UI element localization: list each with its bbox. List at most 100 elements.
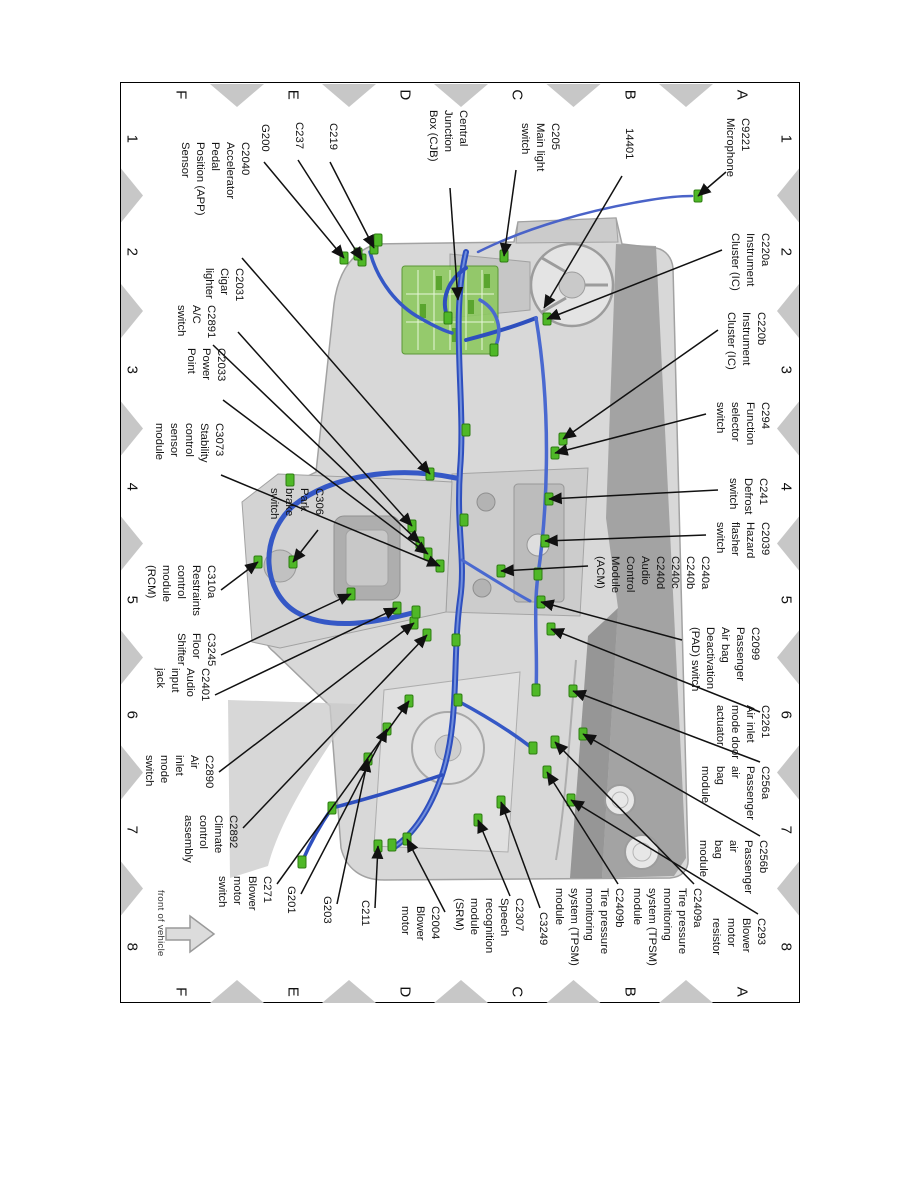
callout-line: C271 <box>261 876 273 904</box>
callout-line: control <box>175 565 187 599</box>
callout-line: C219 <box>327 123 339 151</box>
callout-line: 14401 <box>623 128 635 160</box>
callout-arrow-C256a <box>572 689 761 763</box>
callout-line: C256b <box>757 840 769 874</box>
callout-arrow-C2261 <box>550 628 761 713</box>
locator-triangle <box>121 516 143 571</box>
callout-line: Defrost <box>742 478 754 515</box>
callout-arrow-C3245 <box>220 593 352 656</box>
callout-line: assembly <box>182 815 194 863</box>
connector <box>531 683 541 697</box>
connector <box>461 423 471 437</box>
callout-line: C2261 <box>759 705 771 739</box>
grid-number-bottom: 6 <box>123 710 141 720</box>
locator-triangle <box>121 861 143 916</box>
locator-triangle <box>777 401 799 456</box>
callout-C211: C211 <box>357 900 372 926</box>
callout-line: C211 <box>359 900 371 927</box>
callout-line: inlet <box>173 755 185 776</box>
callout-line: Pedal <box>209 142 221 171</box>
callout-line: Restraints <box>190 565 202 616</box>
callout-line: Passenger <box>744 766 756 821</box>
locator-triangle <box>777 284 799 338</box>
callout-line: switch <box>714 402 726 434</box>
callout-line: brake <box>283 488 295 517</box>
callout-line: Hazard <box>744 522 756 559</box>
callout-line: C2039 <box>759 522 771 556</box>
locator-triangle <box>210 84 264 107</box>
callout-line: (RCM) <box>145 565 157 599</box>
connector <box>528 741 538 755</box>
callout-line: actuator <box>714 705 726 746</box>
callout-line: air <box>727 840 739 853</box>
callout-line: Blower <box>414 906 426 941</box>
callout-line: sensor <box>168 423 180 457</box>
callout-line: (ACM) <box>594 556 606 589</box>
grid-number-top: 7 <box>777 825 795 835</box>
callout-arrow-C3249 <box>499 801 541 909</box>
front-of-vehicle-label: front of vehicle <box>155 890 166 957</box>
callout-line: lighter <box>203 268 215 299</box>
callout-line: module <box>631 888 643 926</box>
callout-line: C2409a <box>691 888 703 928</box>
connector <box>297 855 307 869</box>
locator-triangle <box>777 168 799 223</box>
callout-line: C2031 <box>233 268 245 302</box>
connector <box>451 633 461 647</box>
callout-line: air <box>729 766 741 779</box>
connector <box>459 513 469 527</box>
callout-line: C2890 <box>203 755 215 789</box>
callout-line: system (TPSM) <box>568 888 580 966</box>
callout-line: Control <box>624 556 636 593</box>
callout-line: C306 <box>313 488 325 516</box>
callout-line: resistor <box>710 918 722 956</box>
callout-arrow-C219 <box>329 161 375 249</box>
callout-line: switch <box>175 305 187 337</box>
grid-number-bottom: 8 <box>123 942 141 952</box>
grid-number-top: 4 <box>777 482 795 492</box>
callout-C219: C219 <box>325 123 340 150</box>
callout-line: Main light <box>534 123 546 172</box>
callout-arrow-C2099 <box>540 599 683 641</box>
callout-line: C220b <box>755 312 767 346</box>
callout-line: switch <box>268 488 280 520</box>
connector <box>411 605 421 619</box>
callout-line: Passenger <box>734 627 746 682</box>
grid-number-bottom: 4 <box>123 482 141 492</box>
locator-triangle <box>121 630 143 685</box>
callout-line: C2033 <box>215 348 227 382</box>
connector <box>443 311 453 325</box>
callout-arrow-C256b <box>582 733 761 837</box>
connector <box>489 343 499 357</box>
callout-line: Park <box>298 488 310 512</box>
callout-line: monitoring <box>583 888 595 941</box>
callout-arrow-C2031 <box>237 331 413 527</box>
callout-line: motor <box>725 918 737 947</box>
callout-line: Speech <box>498 898 510 937</box>
callout-line: Cluster (IC) <box>725 312 737 370</box>
callout-line: C2004 <box>429 906 441 940</box>
callout-line: control <box>197 815 209 849</box>
callout-line: C256a <box>759 766 771 800</box>
callout-line: C2307 <box>513 898 525 932</box>
callout-line: C2099 <box>749 627 761 661</box>
callout-line: Point <box>185 348 197 374</box>
grid-number-bottom: 5 <box>123 595 141 605</box>
locator-triangle <box>777 516 799 571</box>
grid-letter-right: B <box>621 986 639 998</box>
grid-letter-right: A <box>733 986 751 998</box>
grid-number-bottom: 1 <box>123 134 141 144</box>
grid-number-top: 6 <box>777 710 795 720</box>
